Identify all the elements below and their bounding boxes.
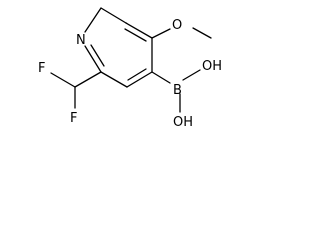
bond-n1-c2 (84, 45, 102, 73)
bond-c2-chf2 (74, 71, 102, 88)
bond-b-oh-upper (182, 69, 201, 81)
bond-c4-b (151, 71, 171, 84)
bond-o-ch3 (192, 27, 212, 39)
bond-chf2-f-upper (50, 72, 76, 88)
atom-fluorine-upper: F (38, 61, 45, 76)
bond-c6-top (100, 7, 127, 24)
atom-hydroxyl-lower: OH (173, 115, 193, 130)
bond-n1-c2-inner (90, 44, 105, 67)
atom-boron: B (173, 83, 182, 98)
atom-nitrogen: N (76, 33, 86, 48)
bond-c5-c6-inner (124, 28, 147, 42)
atom-labels: N O B OH OH F F (38, 18, 222, 130)
atom-hydroxyl-upper: OH (202, 59, 222, 74)
atom-fluorine-lower: F (70, 111, 77, 126)
bond-c2-c3 (100, 71, 128, 88)
bond-c5-o (151, 28, 171, 39)
bond-c3-c4 (126, 71, 153, 88)
bond-c3-c4-inner (127, 68, 147, 81)
chemical-structure-diagram: N O B OH OH F F (38, 7, 222, 130)
bond-c5-c6 (125, 22, 153, 39)
bonds (50, 7, 212, 113)
atom-oxygen-methoxy: O (172, 18, 182, 33)
bond-c6-n1 (84, 7, 102, 33)
